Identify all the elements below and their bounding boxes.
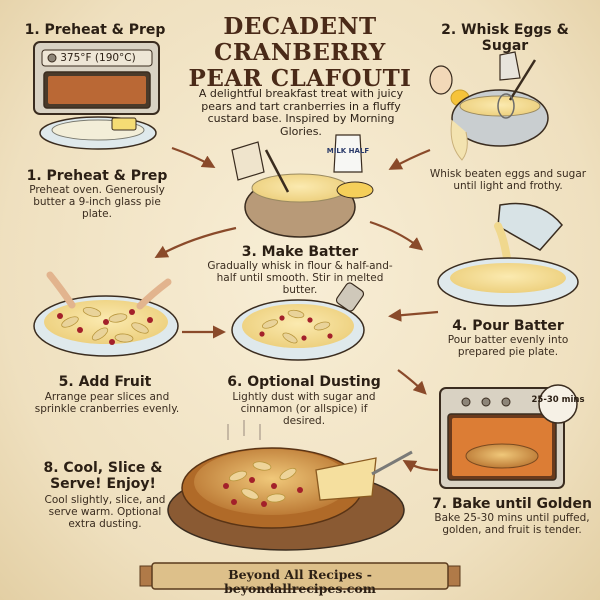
flow-arrows bbox=[154, 146, 439, 473]
buttered-pie-plate bbox=[39, 116, 157, 150]
step4-description: Pour batter evenly into prepared pie pla… bbox=[447, 334, 569, 359]
batter-bowl-illustration: MILK HALF bbox=[231, 134, 374, 238]
step6-heading: 6. Optional Dusting bbox=[227, 374, 381, 390]
step1-description: Preheat oven. Generously butter a 9-inch… bbox=[29, 184, 165, 221]
step3-description: Gradually whisk in flour & half-and-half… bbox=[207, 260, 393, 297]
footer-credit: Beyond All Recipes - beyondallrecipes.co… bbox=[224, 567, 376, 597]
milk-carton-label: MILK HALF bbox=[327, 147, 370, 155]
oven-temperature-display: 375°F (190°C) bbox=[60, 52, 136, 64]
baking-oven-illustration: 25-30 mins bbox=[439, 384, 585, 489]
oven-illustration bbox=[33, 41, 160, 115]
step8-heading: 8. Cool, Slice & Serve! Enjoy! bbox=[43, 460, 163, 493]
step8-description: Cool slightly, slice, and serve warm. Op… bbox=[44, 494, 166, 531]
step6-description: Lightly dust with sugar and cinnamon (or… bbox=[232, 391, 376, 428]
step2-top-label: 2. Whisk Eggs & Sugar bbox=[441, 22, 569, 55]
timer-label: 25-30 mins bbox=[531, 395, 584, 405]
page-title: DECADENT CRANBERRY PEAR CLAFOUTI bbox=[188, 13, 412, 92]
timer-text: 25-30 mins bbox=[531, 395, 584, 405]
footer-ribbon bbox=[139, 562, 461, 590]
step5-heading: 5. Add Fruit bbox=[58, 374, 152, 390]
step7-heading: 7. Bake until Golden bbox=[432, 496, 592, 512]
step2-description: Whisk beaten eggs and sugar until light … bbox=[429, 168, 587, 193]
step7-description: Bake 25-30 mins until puffed, golden, an… bbox=[434, 512, 590, 537]
step1-heading: 1. Preheat & Prep bbox=[26, 168, 168, 184]
arrow-1-to-3 bbox=[171, 146, 216, 169]
eggs-whisk-illustration bbox=[429, 51, 549, 161]
pour-batter-illustration bbox=[437, 202, 579, 307]
step3-heading: 3. Make Batter bbox=[241, 244, 359, 260]
add-fruit-illustration bbox=[33, 271, 179, 357]
step1-top-label: 1. Preheat & Prep bbox=[24, 22, 166, 38]
step5-description: Arrange pear slices and sprinkle cranber… bbox=[34, 391, 180, 416]
dusting-illustration bbox=[231, 282, 365, 361]
step4-heading: 4. Pour Batter bbox=[452, 318, 564, 334]
finished-tart-illustration bbox=[167, 420, 413, 551]
intro-text: A delightful breakfast treat with juicy … bbox=[198, 87, 404, 138]
